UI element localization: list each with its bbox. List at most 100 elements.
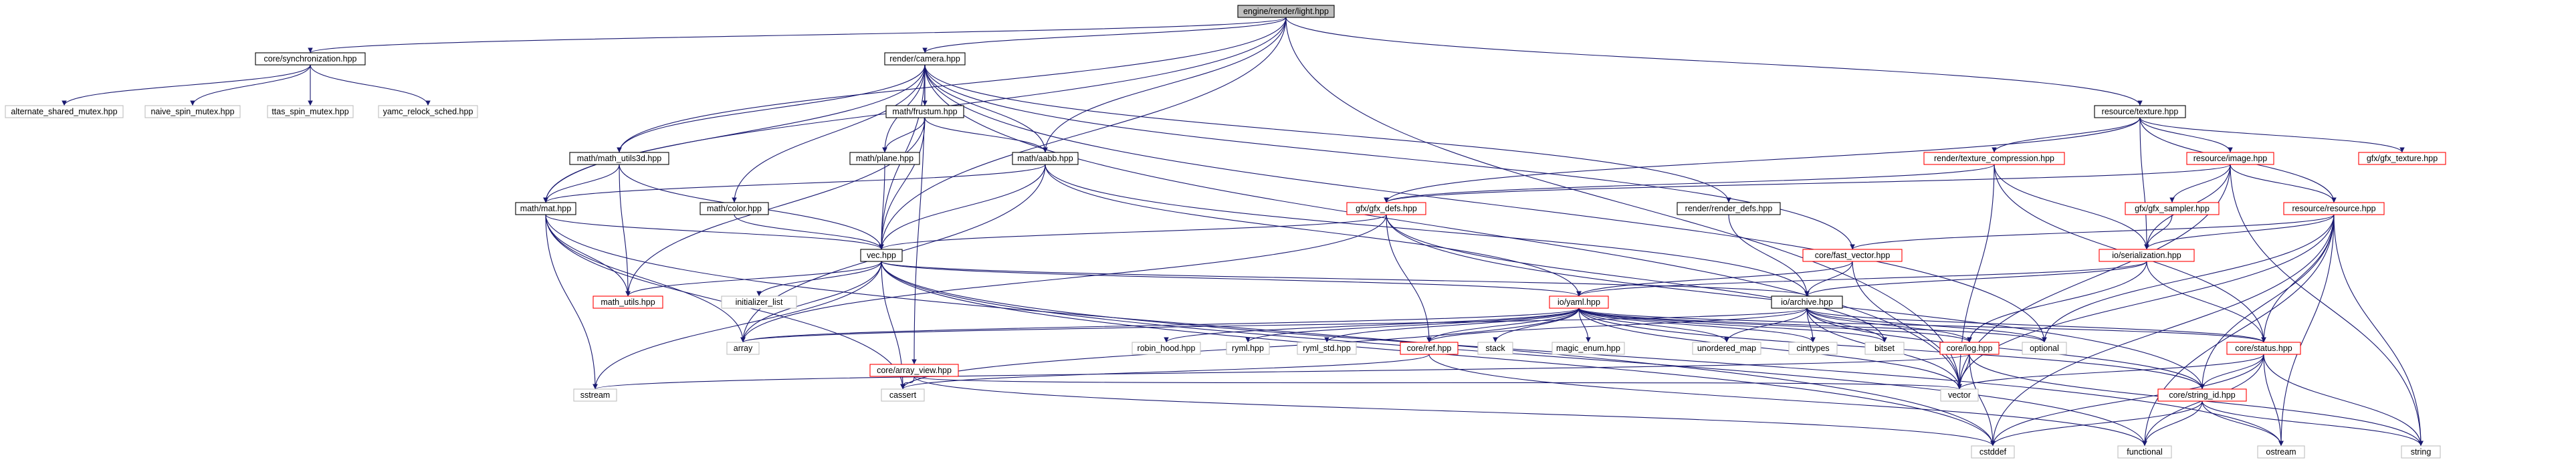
- edge-line: [545, 214, 598, 390]
- node-archive[interactable]: io/archive.hpp: [1771, 295, 1843, 309]
- node-gfx-defs[interactable]: gfx/gfx_defs.hpp: [1346, 202, 1426, 215]
- node-array[interactable]: array: [726, 342, 760, 355]
- edge-line: [881, 261, 1810, 297]
- edge-array_view-to-vector: [914, 376, 1962, 390]
- node-tex-comp[interactable]: render/texture_compression.hpp: [1923, 152, 2065, 165]
- node-label: initializer_list: [736, 298, 783, 307]
- edge-line: [543, 164, 1046, 203]
- node-cassert[interactable]: cassert: [881, 388, 925, 402]
- node-label: core/status.hpp: [2235, 344, 2292, 353]
- edge-line: [1426, 308, 1580, 343]
- node-status[interactable]: core/status.hpp: [2226, 342, 2301, 355]
- node-color[interactable]: math/color.hpp: [700, 202, 769, 215]
- node-yamc-relock[interactable]: yamc_relock_sched.hpp: [378, 105, 478, 118]
- node-label: ryml.hpp: [1232, 344, 1264, 353]
- edge-archive-to-bitset: [1806, 308, 1887, 343]
- edge-line: [1852, 261, 1962, 390]
- node-box: [515, 202, 576, 215]
- node-vector[interactable]: vector: [1940, 388, 1979, 402]
- node-mat[interactable]: math/mat.hpp: [515, 202, 576, 215]
- edge-line: [1990, 354, 2264, 447]
- node-cinttypes[interactable]: cinttypes: [1788, 342, 1838, 355]
- edge-line: [2144, 214, 2173, 250]
- node-box: [144, 105, 241, 118]
- node-label: unordered_map: [1697, 344, 1756, 353]
- node-frustum[interactable]: math/frustum.hpp: [885, 105, 964, 118]
- edge-line: [545, 214, 884, 250]
- edge-line: [2139, 117, 2149, 250]
- node-aabb[interactable]: math/aabb.hpp: [1012, 152, 1079, 165]
- edge-line: [1493, 308, 1580, 343]
- node-ref[interactable]: core/ref.hpp: [1400, 342, 1459, 355]
- edge-line: [882, 117, 926, 153]
- node-init-list[interactable]: initializer_list: [721, 295, 797, 309]
- node-box: [2226, 342, 2301, 355]
- edge-line: [617, 17, 1287, 153]
- node-ttas-spin[interactable]: ttas_spin_mutex.hpp: [267, 105, 354, 118]
- node-label: render/texture_compression.hpp: [1934, 154, 2054, 163]
- node-string-id[interactable]: core/string_id.hpp: [2157, 388, 2247, 402]
- node-log[interactable]: core/log.hpp: [1939, 342, 2000, 355]
- node-unordered-map[interactable]: unordered_map: [1692, 342, 1761, 355]
- edge-line: [1578, 308, 1591, 343]
- edge-line: [1386, 214, 1432, 343]
- node-cstddef[interactable]: cstddef: [1971, 445, 2015, 459]
- edge-vec-to-sstream: [593, 261, 882, 390]
- node-gfx-texture[interactable]: gfx/gfx_texture.hpp: [2358, 152, 2446, 165]
- edge-sync-to-yamc_relock: [310, 64, 431, 106]
- node-ryml-std[interactable]: ryml_std.hpp: [1297, 342, 1357, 355]
- node-yaml[interactable]: io/yaml.hpp: [1549, 295, 1609, 309]
- edge-line: [734, 214, 884, 250]
- edge-fast_vector-to-vector: [1852, 261, 1962, 390]
- edge-line: [924, 64, 1962, 390]
- edge-light-to-sync: [308, 17, 1287, 53]
- node-label: cassert: [889, 390, 917, 400]
- edge-yaml-to-vector: [1578, 308, 1962, 390]
- edge-string_id-to-string: [2202, 400, 2424, 447]
- node-plane[interactable]: math/plane.hpp: [849, 152, 920, 165]
- node-optional[interactable]: optional: [2022, 342, 2067, 355]
- node-alt-mutex[interactable]: alternate_shared_mutex.hpp: [5, 105, 124, 118]
- edge-texture-to-serialization: [2139, 117, 2149, 250]
- edge-line: [2144, 214, 2335, 250]
- node-stack[interactable]: stack: [1477, 342, 1513, 355]
- node-array-view[interactable]: core/array_view.hpp: [869, 364, 959, 377]
- node-vec[interactable]: vec.hpp: [860, 249, 903, 262]
- edge-line: [1578, 308, 1972, 343]
- node-naive-spin[interactable]: naive_spin_mutex.hpp: [144, 105, 241, 118]
- node-math-utils[interactable]: math_utils.hpp: [593, 295, 663, 309]
- node-robin-hood[interactable]: robin_hood.hpp: [1132, 342, 1201, 355]
- node-string[interactable]: string: [2401, 445, 2441, 459]
- edge-line: [625, 261, 882, 297]
- node-ryml[interactable]: ryml.hpp: [1226, 342, 1270, 355]
- node-light[interactable]: engine/render/light.hpp: [1237, 5, 1335, 18]
- edge-line: [2333, 214, 2424, 447]
- edge-resource-to-functional: [2142, 214, 2335, 447]
- edge-line: [1578, 308, 2047, 343]
- node-magic-enum[interactable]: magic_enum.hpp: [1551, 342, 1625, 355]
- node-gfx-sampler[interactable]: gfx/gfx_sampler.hpp: [2125, 202, 2220, 215]
- node-box: [2186, 152, 2274, 165]
- edge-line: [1806, 308, 1887, 343]
- node-ostream[interactable]: ostream: [2257, 445, 2305, 459]
- edge-archive-to-ref: [1426, 308, 1808, 343]
- edge-fast_vector-to-yaml: [1576, 261, 1853, 297]
- node-functional[interactable]: functional: [2117, 445, 2172, 459]
- node-camera[interactable]: render/camera.hpp: [884, 52, 966, 66]
- node-bitset[interactable]: bitset: [1864, 342, 1905, 355]
- node-serialization[interactable]: io/serialization.hpp: [2099, 249, 2195, 262]
- edge-texture-to-gfx_defs: [1384, 117, 2141, 203]
- edge-camera-to-array_view: [911, 64, 926, 365]
- edge-ref-to-functional: [1428, 354, 2147, 447]
- node-fast-vector[interactable]: core/fast_vector.hpp: [1802, 249, 1903, 262]
- node-render-defs[interactable]: render/render_defs.hpp: [1677, 202, 1781, 215]
- edge-line: [1967, 261, 2147, 343]
- node-box: [2257, 445, 2305, 459]
- node-math-utils3d[interactable]: math/math_utils3d.hpp: [569, 152, 669, 165]
- node-box: [1940, 388, 1979, 402]
- node-resource[interactable]: resource/resource.hpp: [2283, 202, 2385, 215]
- node-sstream[interactable]: sstream: [573, 388, 617, 402]
- node-sync[interactable]: core/synchronization.hpp: [255, 52, 366, 66]
- node-texture[interactable]: resource/texture.hpp: [2094, 105, 2186, 118]
- node-image[interactable]: resource/image.hpp: [2186, 152, 2274, 165]
